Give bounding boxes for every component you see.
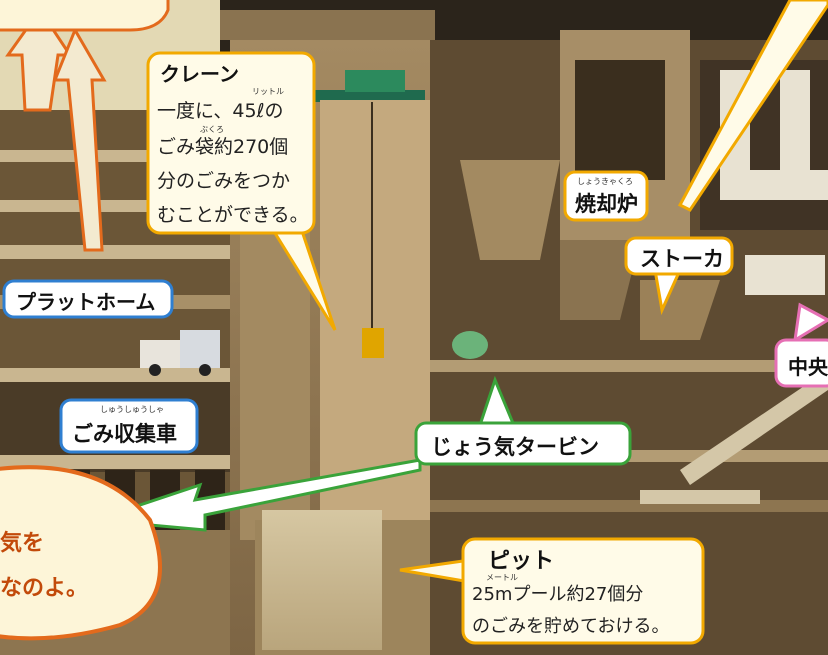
garbage-truck-label: ごみ収集車 [72, 422, 177, 446]
pit-line2: のごみを貯めておける。 [472, 616, 670, 637]
crane-line3: 分のごみをつか [157, 170, 291, 192]
pit-ruby-meter: メートル [486, 573, 518, 582]
crane-line1: 一度に、45ℓの [157, 100, 284, 122]
pit-title: ピット [488, 549, 555, 574]
crane-ruby-bag: ぶくろ [200, 125, 224, 134]
incinerator-ruby: しょうきゃくろ [577, 177, 633, 186]
speech-line1: 気を [0, 531, 45, 556]
pit-line1: 25mプール約27個分 [472, 584, 644, 605]
platform-label: プラットホーム [16, 290, 156, 314]
crane-line4: むことができる。 [157, 204, 309, 226]
crane-ruby-liter: リットル [252, 87, 284, 96]
garbage-truck-ruby: しゅうしゅうしゃ [100, 405, 164, 414]
speech-line2: なのよ。 [0, 576, 89, 601]
incinerator-label: 焼却炉 [575, 192, 638, 216]
steam-turbine-label: じょう気タービン [431, 435, 599, 459]
central-label: 中央 [788, 355, 828, 379]
crane-title: クレーン [160, 62, 239, 86]
stoker-label: ストーカ [640, 247, 724, 271]
crane-line2: ごみ袋約270個 [157, 136, 289, 158]
